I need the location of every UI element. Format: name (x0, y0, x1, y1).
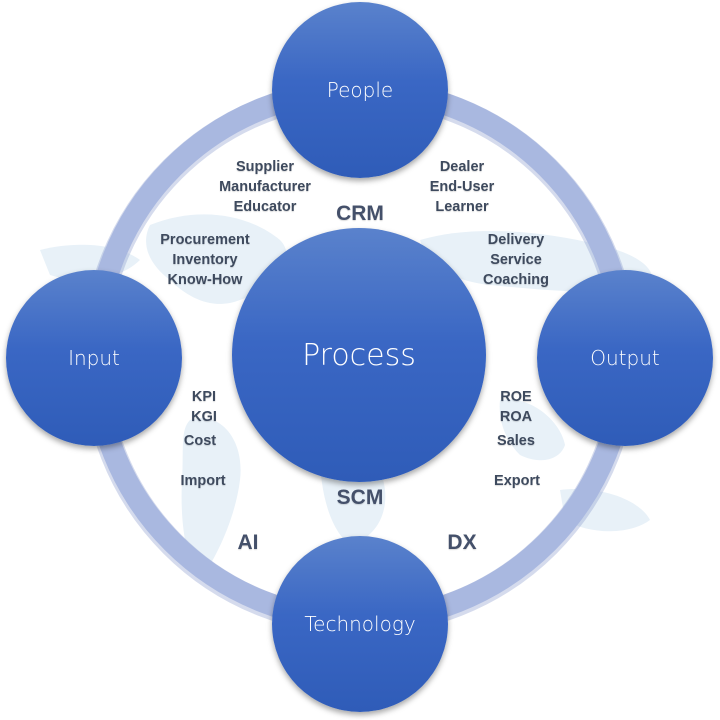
label-inventory: Inventory (172, 252, 238, 268)
label-group-low-left: KPI KGI Cost (170, 387, 230, 451)
node-process[interactable]: Process (232, 228, 486, 482)
label-scm: SCM (336, 486, 384, 509)
label-group-mid-right: Delivery Service Coaching (468, 230, 564, 290)
node-process-label: Process (302, 337, 416, 373)
node-output[interactable]: Output (537, 270, 713, 446)
node-technology[interactable]: Technology (272, 536, 448, 712)
label-roe: ROE (500, 389, 532, 405)
label-kpi: KPI (191, 389, 217, 405)
node-technology-label: Technology (304, 612, 416, 636)
label-import: Import (180, 473, 226, 489)
label-group-top-left: Supplier Manufacturer Educator (200, 157, 330, 217)
label-manufacturer: Manufacturer (219, 179, 311, 195)
label-roa: ROA (499, 409, 533, 425)
label-cost: Cost (183, 433, 217, 449)
label-end-user: End-User (429, 179, 495, 195)
label-group-mid-left: Procurement Inventory Know-How (145, 230, 265, 290)
node-people-label: People (326, 78, 394, 102)
label-crm: CRM (336, 202, 384, 225)
node-input[interactable]: Input (6, 270, 182, 446)
label-dealer: Dealer (439, 159, 485, 175)
label-learner: Learner (435, 199, 489, 215)
label-know-how: Know-How (167, 272, 243, 288)
label-delivery: Delivery (487, 232, 545, 248)
node-output-label: Output (590, 346, 660, 370)
label-group-low-right: ROE ROA Sales (488, 387, 544, 451)
label-group-top-right: Dealer End-User Learner (412, 157, 512, 217)
label-educator: Educator (233, 199, 297, 215)
node-people[interactable]: People (272, 2, 448, 178)
label-sales: Sales (497, 433, 535, 449)
label-coaching: Coaching (482, 272, 550, 288)
label-supplier: Supplier (235, 159, 294, 175)
label-kgi: KGI (191, 409, 217, 425)
node-input-label: Input (68, 346, 120, 370)
label-ai: AI (237, 531, 259, 554)
label-export: Export (494, 473, 540, 489)
label-service: Service (490, 252, 542, 268)
label-dx: DX (447, 531, 477, 554)
label-procurement: Procurement (160, 232, 250, 248)
